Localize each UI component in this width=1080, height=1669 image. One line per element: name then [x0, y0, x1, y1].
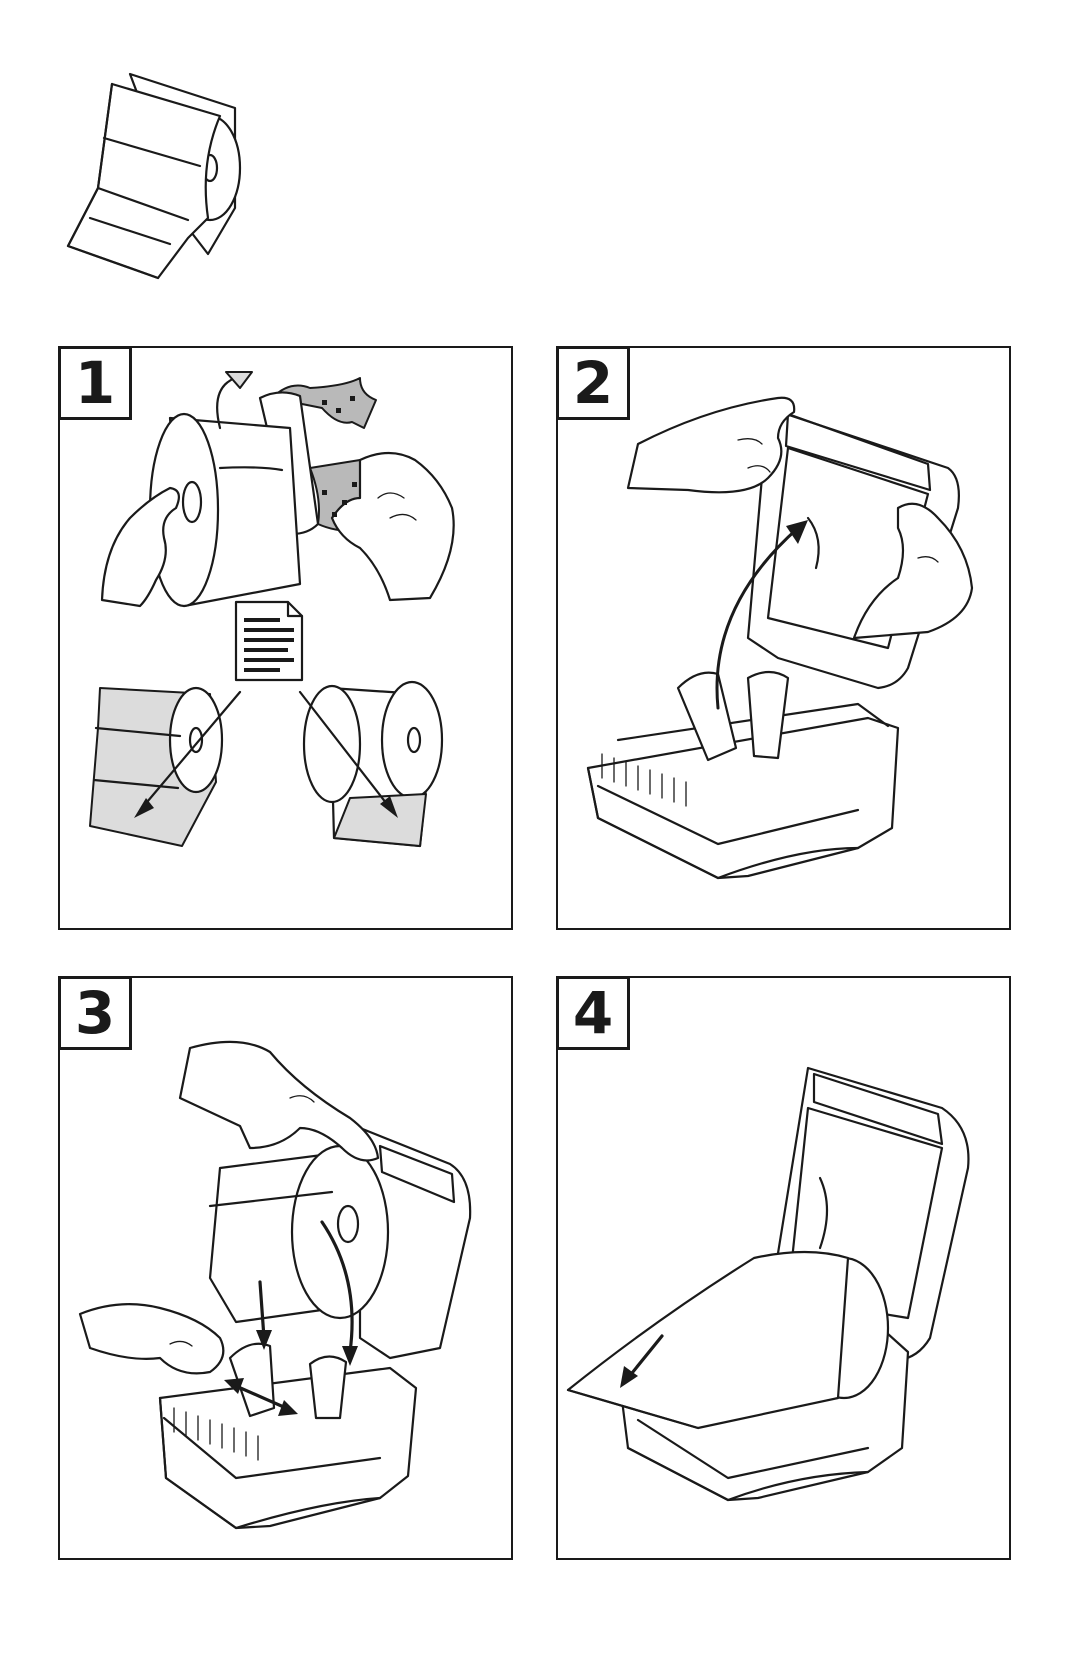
step-4-panel: 4 [556, 976, 1011, 1560]
step-1-panel: 1 [58, 346, 513, 930]
step-2-number: 2 [558, 348, 630, 420]
step-2-panel: 2 [556, 346, 1011, 930]
open-printer-cover-illustration [586, 396, 974, 880]
load-media-roll-illustration [78, 1040, 472, 1530]
feed-label-out-illustration [566, 1066, 970, 1502]
label-roll-orientation-illustration [89, 371, 455, 848]
step-1-number: 1 [60, 348, 132, 420]
label-roll-illustration [60, 68, 250, 318]
step-4-number: 4 [558, 978, 630, 1050]
step-3-panel: 3 [58, 976, 513, 1560]
step-3-number: 3 [60, 978, 132, 1050]
